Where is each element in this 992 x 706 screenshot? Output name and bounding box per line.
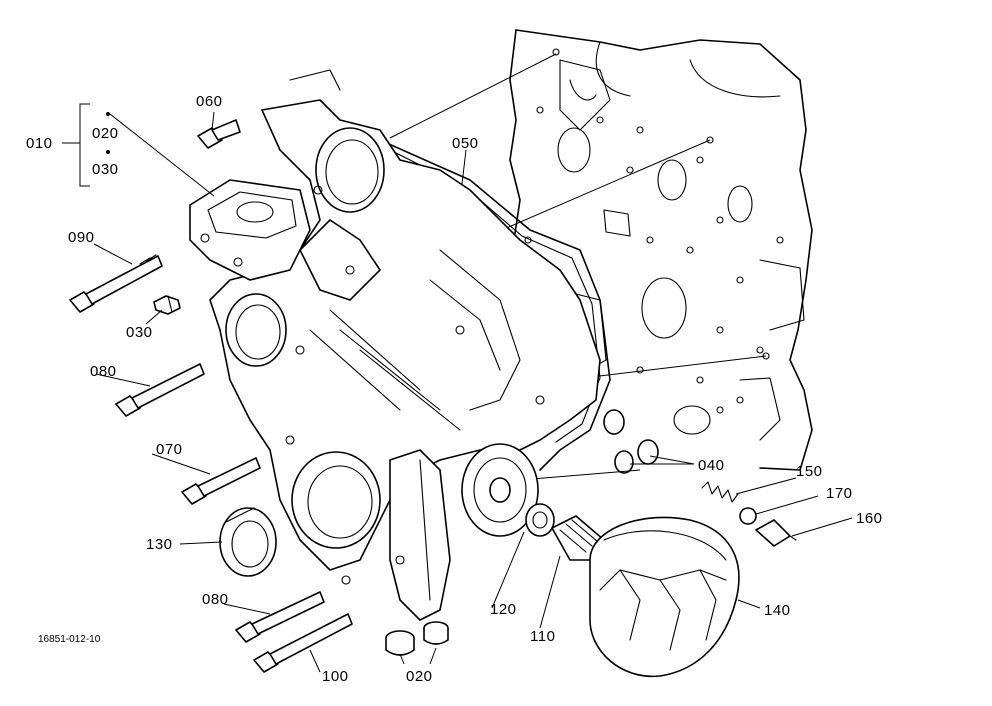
gear-case: [209, 69, 601, 621]
callout-150: 150: [796, 463, 823, 480]
leader-lines: [62, 103, 853, 673]
callout-030: 030: [126, 324, 153, 341]
callout-100: 100: [322, 668, 349, 685]
callout-020-top: 020: [92, 125, 119, 142]
water-flange-010: [189, 179, 311, 281]
relief-plug-160: [755, 519, 797, 547]
callout-080-lower: 080: [202, 591, 229, 608]
o-rings-040: [603, 409, 659, 474]
callout-120: 120: [490, 601, 517, 618]
bolt-090: [69, 254, 163, 313]
bolt-060: [197, 119, 241, 149]
engine-block: [509, 29, 813, 471]
callout-110: 110: [530, 628, 555, 645]
drawing-code: 16851-012-10: [38, 634, 101, 645]
callout-160: 160: [856, 510, 883, 527]
callout-030-top: 030: [92, 161, 119, 178]
bolt-080-lower: [235, 591, 325, 643]
gasket-120: [525, 503, 555, 537]
plug-020-lower: [385, 621, 449, 656]
oil-filter-140: [589, 516, 740, 678]
callout-080-upper: 080: [90, 363, 117, 380]
callout-070: 070: [156, 441, 183, 458]
callout-050: 050: [452, 135, 479, 152]
plug-030: [153, 295, 181, 315]
relief-ball-170: [739, 507, 757, 525]
callout-040: 040: [698, 457, 725, 474]
bolt-070: [181, 457, 261, 505]
callout-060: 060: [196, 93, 223, 110]
callout-020-lower: 020: [406, 668, 433, 685]
bolt-080-upper: [115, 363, 205, 417]
callout-130: 130: [146, 536, 173, 553]
callout-140: 140: [764, 602, 791, 619]
callout-010: 010: [26, 135, 53, 152]
callout-labels: 010 020 030 060 050 090 030 080 070 130 …: [26, 93, 883, 685]
oil-seal-130: [219, 507, 277, 577]
bolt-100: [253, 613, 353, 673]
callout-170: 170: [826, 485, 853, 502]
relief-spring-150: [701, 481, 739, 503]
callout-090: 090: [68, 229, 95, 246]
